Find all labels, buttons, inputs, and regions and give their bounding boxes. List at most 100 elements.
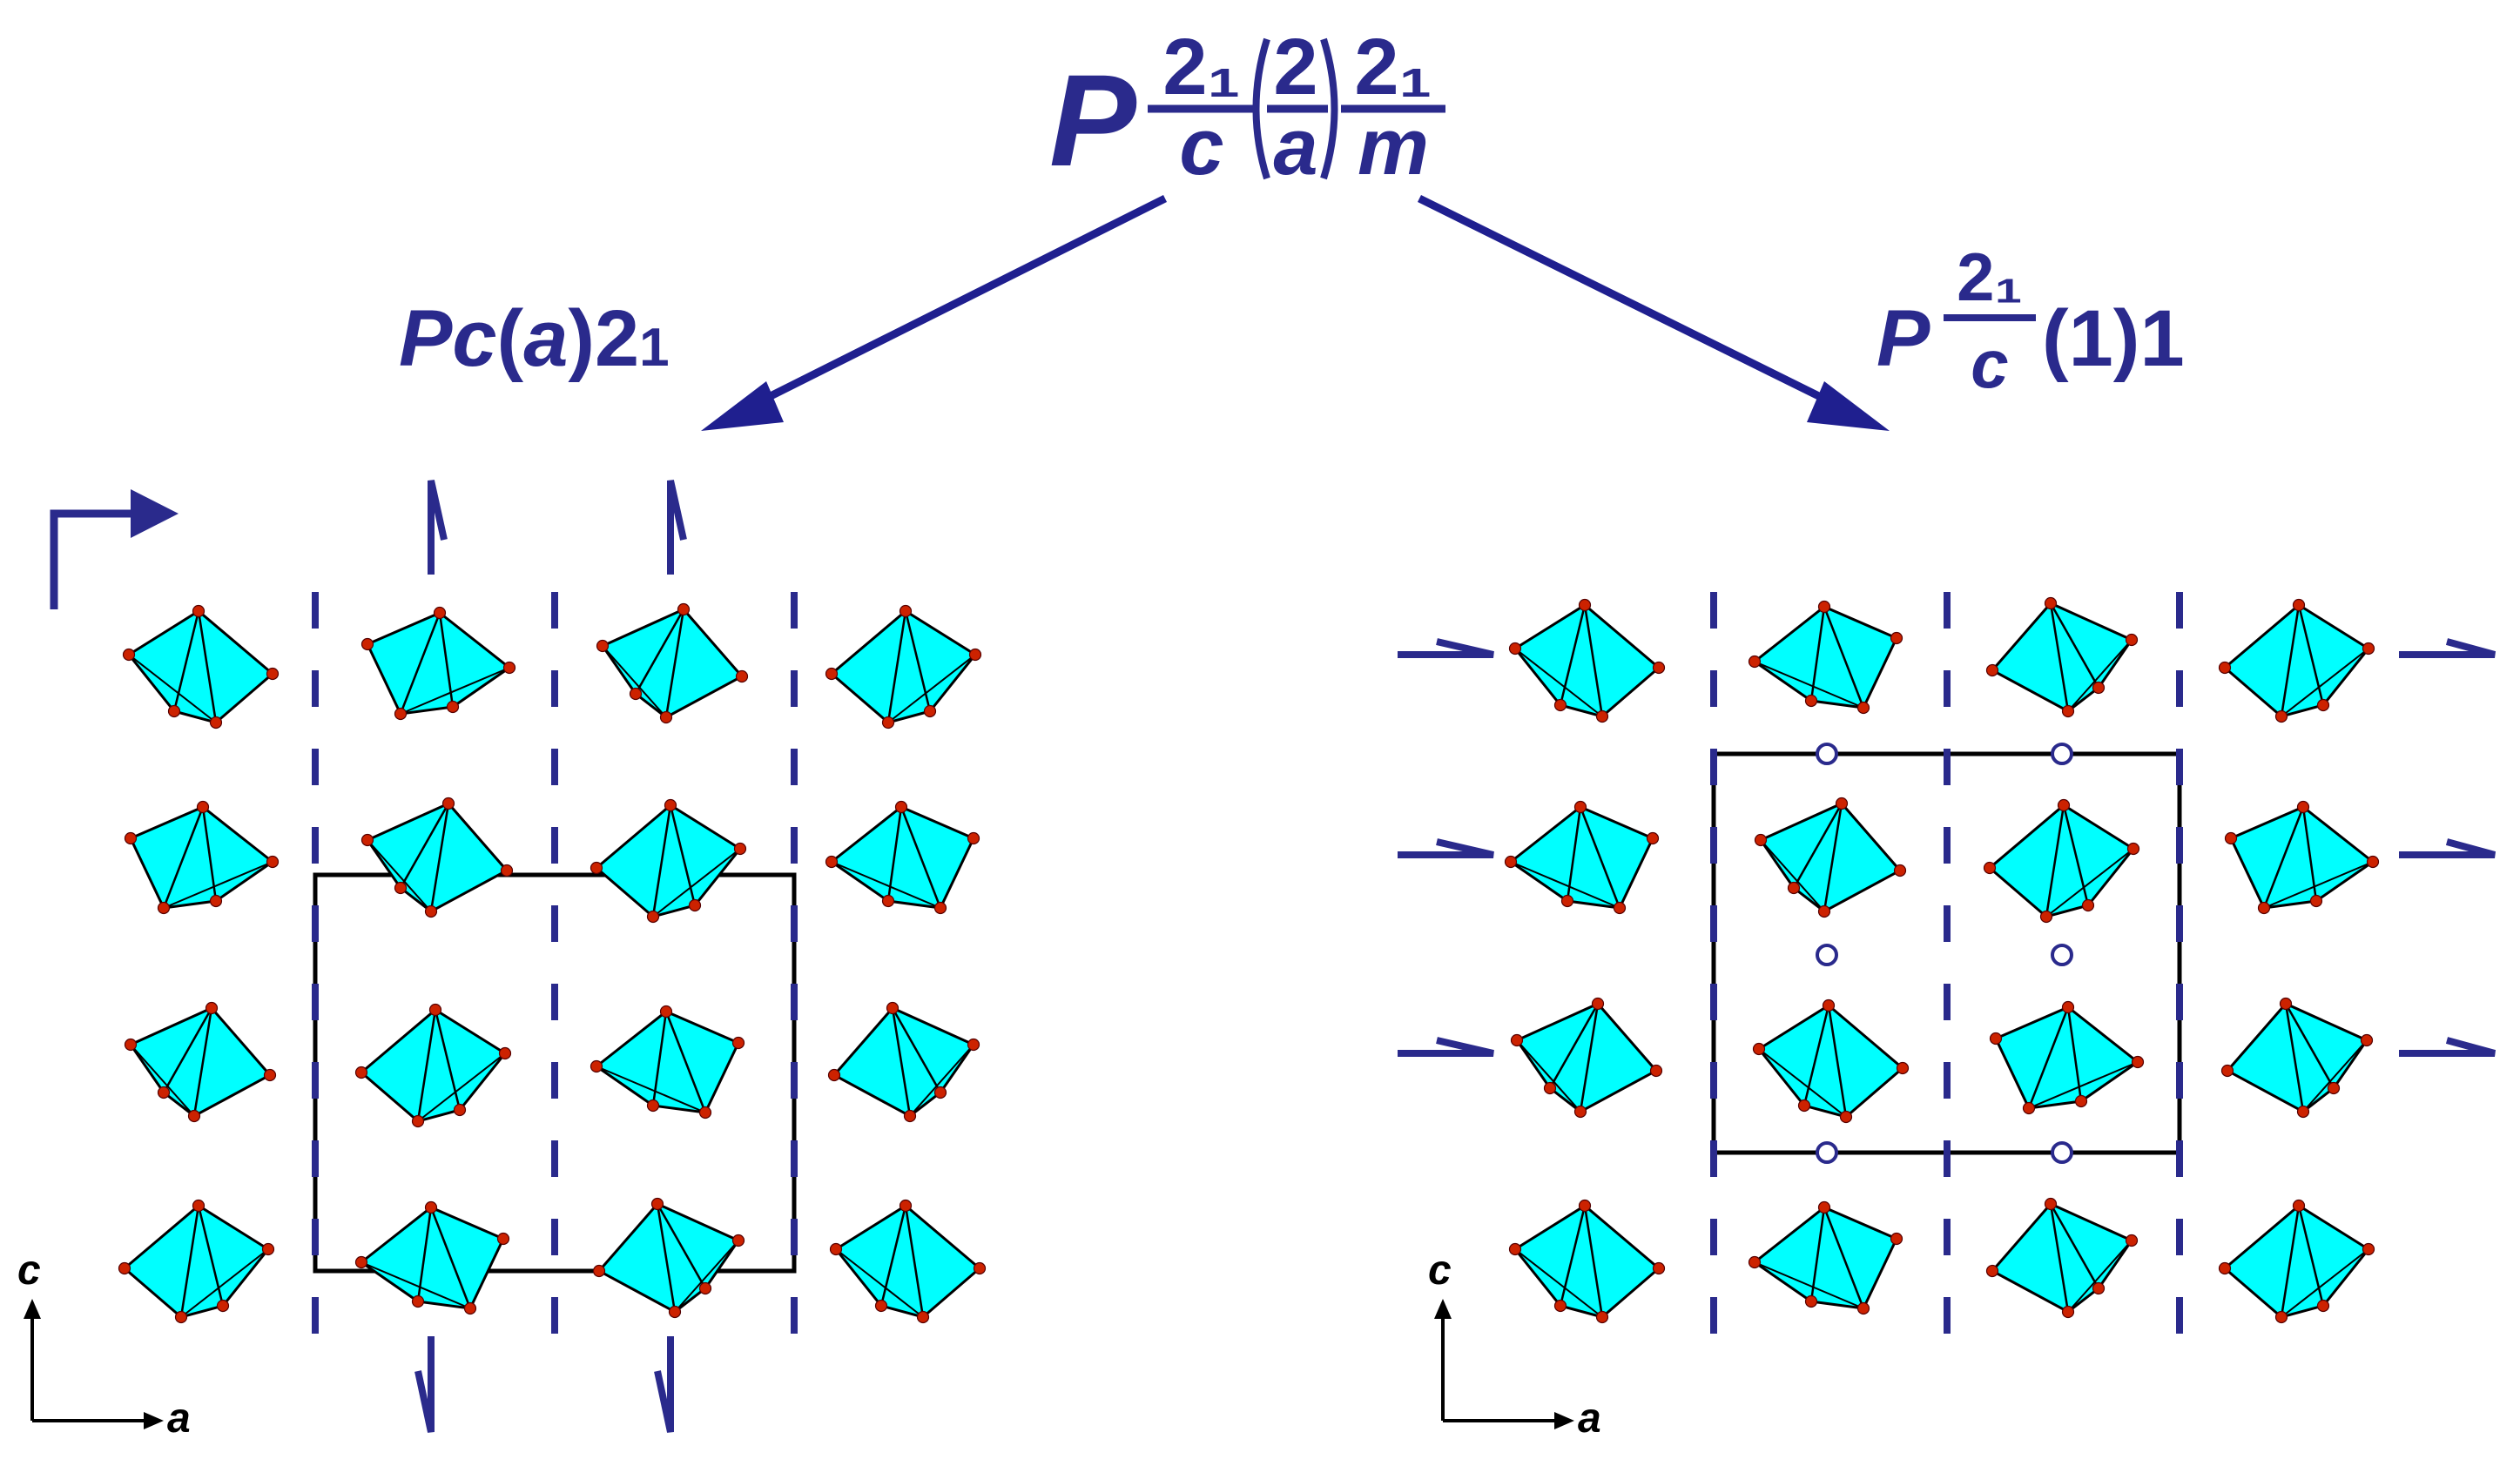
atom [2362, 1242, 2375, 1256]
octahedron-edge [886, 806, 903, 902]
octahedron-icon [596, 602, 749, 724]
atom [261, 1242, 275, 1256]
atom [2126, 842, 2140, 856]
atom [590, 861, 603, 875]
octahedron-edge [674, 1240, 739, 1313]
atom [967, 831, 980, 845]
arrow-icon [131, 489, 179, 538]
octahedron-edge [2281, 648, 2369, 717]
octahedron-face [126, 609, 275, 724]
octahedron-edge [835, 1248, 924, 1318]
atom [1652, 1261, 1666, 1275]
atom [899, 604, 913, 618]
octahedron-edge [367, 839, 432, 912]
octahedron-icon [1508, 598, 1666, 723]
atom [874, 1299, 888, 1313]
atom [1985, 1264, 1999, 1278]
octahedron-edge [1583, 604, 1604, 717]
atom [1543, 1081, 1557, 1095]
octahedron-icon [1508, 1199, 1666, 1324]
octahedron-edge [1809, 1207, 1826, 1302]
arrow-icon [144, 1412, 164, 1429]
screw-axis-icon [1398, 638, 1494, 658]
atom [1573, 1105, 1587, 1119]
atom [2309, 894, 2323, 908]
atom [196, 800, 210, 814]
left-glide-corner-symbol [50, 489, 179, 609]
octahedron-edge [664, 1011, 707, 1113]
octahedron-edge [1823, 803, 1843, 912]
octahedron-icon [2224, 800, 2380, 915]
octahedron-face [128, 805, 275, 910]
atom [933, 901, 947, 915]
atom [967, 1038, 980, 1052]
atom [2044, 596, 2058, 610]
atom [216, 1299, 230, 1313]
atom [360, 637, 374, 651]
atom [2218, 661, 2232, 675]
octahedron-edge [2280, 604, 2301, 717]
octahedron-icon [1510, 997, 1663, 1119]
octahedron-edge [2301, 806, 2318, 902]
atom [118, 1261, 131, 1275]
atom [825, 667, 839, 681]
inversion-center-icon [1816, 743, 1838, 765]
octahedron-edge [651, 804, 672, 918]
inversion-center-icon [1816, 1141, 1838, 1164]
octahedron-icon [2218, 598, 2375, 723]
octahedron-face [594, 803, 743, 918]
octahedron-icon [1754, 797, 1907, 918]
parent-frac1-den: c [1179, 103, 1223, 192]
octahedron-edge [130, 1044, 195, 1117]
octahedron-edge [197, 610, 218, 723]
octahedron-icon [122, 604, 280, 730]
octahedron-edge [2049, 1203, 2070, 1313]
right-octahedra [1504, 596, 2380, 1324]
atom [2274, 1310, 2288, 1324]
atom [1646, 831, 1660, 845]
atom [266, 667, 280, 681]
atom [1856, 701, 1870, 715]
atom [2061, 704, 2075, 718]
atom [209, 894, 223, 908]
octahedron-face [833, 1204, 982, 1319]
parent-frac1-num: 2₁ [1162, 23, 1240, 111]
atom [1893, 864, 1907, 877]
octahedron-edge [360, 1261, 471, 1309]
inversion-center-icon [1816, 944, 1838, 966]
right-frac-den: c [1971, 326, 2008, 402]
atom [1817, 904, 1831, 918]
atom [2292, 1199, 2306, 1213]
octahedron-face [2222, 603, 2371, 718]
atom [1573, 800, 1587, 814]
atom [2296, 800, 2310, 814]
atom [886, 1001, 900, 1015]
octahedron-edge [904, 610, 932, 712]
octahedron-face [365, 802, 509, 913]
atom [933, 1086, 947, 1099]
octahedron-icon [829, 1199, 987, 1324]
octahedron-face [600, 608, 745, 719]
atom [205, 1001, 219, 1015]
octahedron-edge [2297, 1205, 2325, 1307]
atom [1748, 1255, 1762, 1269]
atom [2092, 681, 2106, 695]
octahedron-edge [429, 803, 450, 912]
atom [968, 648, 982, 662]
atom [463, 1301, 477, 1315]
atom [2061, 1305, 2075, 1319]
octahedron-edge [128, 654, 217, 723]
atom [2296, 1105, 2310, 1119]
octahedron-face [1987, 803, 2136, 918]
octahedron-edge [831, 861, 941, 909]
octahedron-edge [1579, 806, 1621, 909]
atom [733, 842, 747, 856]
atom [360, 833, 374, 847]
atom [428, 1003, 442, 1017]
octahedron-face [1756, 1004, 1905, 1119]
arrow-icon [1554, 1412, 1574, 1429]
octahedron-icon [1983, 798, 2140, 924]
atom [1613, 901, 1627, 915]
screw-axis-icon [414, 1336, 435, 1433]
octahedron-icon [825, 604, 982, 730]
